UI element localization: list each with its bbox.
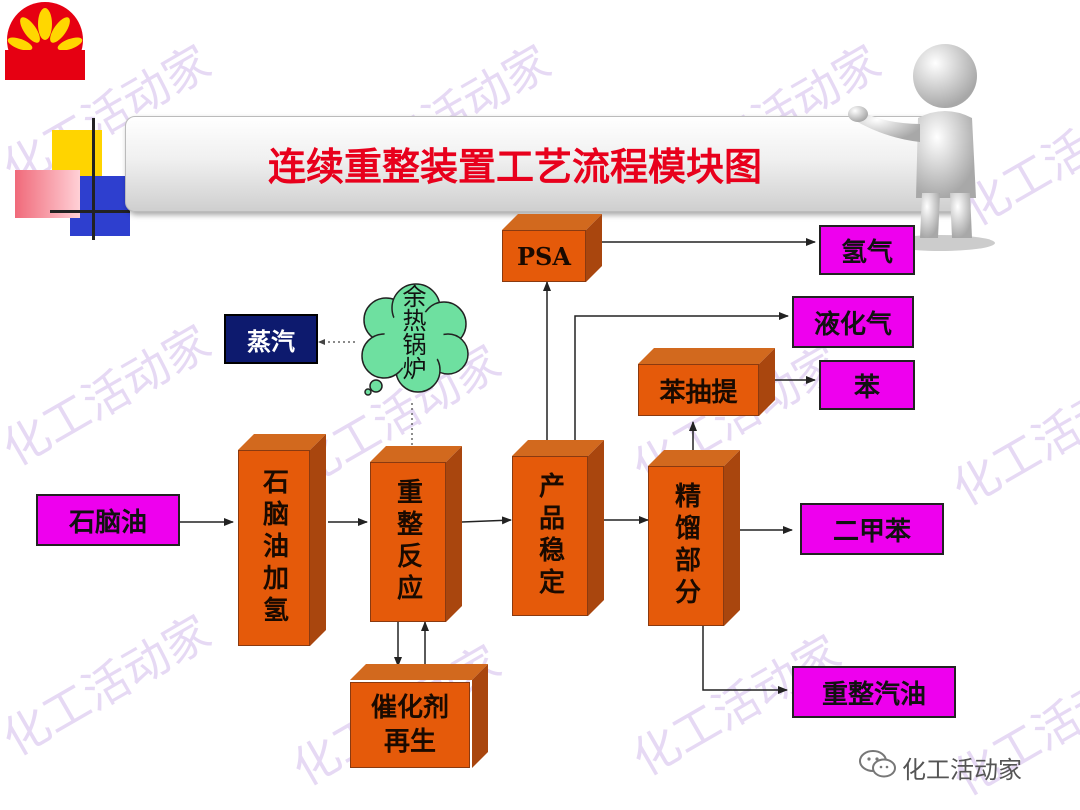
arrow-stabilize-to-lpg: [574, 312, 789, 445]
page-title: 连续重整装置工艺流程模块图: [267, 144, 762, 189]
node-naphtha: 石脑油: [36, 494, 180, 546]
decor-horizontal-line: [50, 210, 130, 213]
node-hydrogen: 氢气: [819, 225, 915, 275]
node-catalyst-regeneration: 催化剂再生: [350, 664, 488, 768]
waste-heat-boiler-cloud: [361, 283, 469, 396]
boiler-label: 余热锅炉: [398, 284, 426, 380]
node-reformate-gasoline: 重整汽油: [792, 666, 956, 718]
decor-blue-square: [70, 176, 130, 236]
node-distillation: 精馏部分: [648, 450, 740, 626]
node-lpg: 液化气: [792, 296, 914, 348]
node-steam: 蒸汽: [224, 314, 318, 364]
node-reforming-reaction: 重整反应: [370, 446, 462, 622]
node-benzene-extraction: 苯抽提: [638, 348, 775, 416]
title-banner: [125, 116, 962, 212]
arrow-reform-to-stabilize: [461, 516, 512, 525]
decor-vertical-line: [92, 118, 95, 240]
arrow-distill-to-gasoline: [702, 625, 788, 694]
company-logo: [5, 2, 85, 80]
node-naphtha-hydrotreating: 石脑油加氢: [238, 434, 326, 646]
3d-figure-illustration: [848, 44, 995, 251]
wechat-icon: [859, 750, 896, 778]
footer-brand: 化工活动家: [902, 756, 1022, 784]
node-benzene: 苯: [819, 360, 915, 410]
node-product-stabilization: 产品稳定: [512, 440, 604, 616]
node-xylene: 二甲苯: [800, 503, 944, 555]
node-psa: PSA: [502, 214, 602, 282]
